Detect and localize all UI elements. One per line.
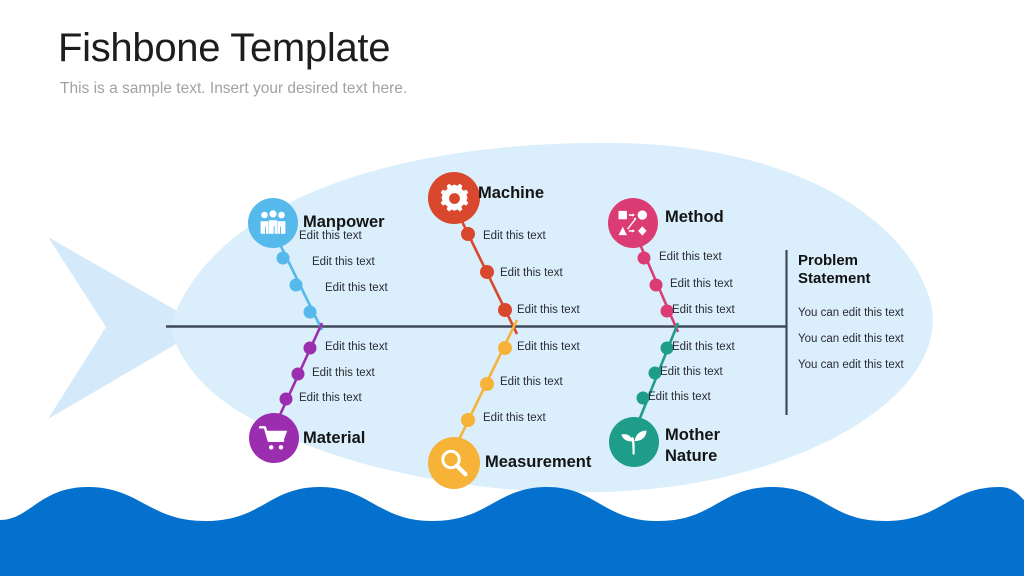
material-item-1[interactable]: Edit this text: [312, 367, 375, 379]
measurement-label: Measurement: [485, 453, 592, 471]
manpower-item-1[interactable]: Edit this text: [312, 256, 375, 268]
measurement-item-0[interactable]: Edit this text: [517, 341, 580, 353]
page-title: Fishbone Template: [58, 26, 391, 70]
material-label: Material: [303, 429, 366, 447]
mother-nature-item-0[interactable]: Edit this text: [672, 341, 735, 353]
machine-item-0[interactable]: Edit this text: [483, 230, 546, 242]
wave-shape: [0, 486, 1024, 576]
method-item-2[interactable]: Edit this text: [672, 304, 735, 316]
machine-label: Machine: [478, 184, 545, 202]
measurement-item-2[interactable]: Edit this text: [483, 412, 546, 424]
method-item-0[interactable]: Edit this text: [659, 251, 722, 263]
mother-nature-item-1[interactable]: Edit this text: [660, 366, 723, 378]
bone-measurement: [451, 319, 519, 453]
mother-nature-label: Mother Nature: [665, 426, 720, 466]
material-item-0[interactable]: Edit this text: [325, 341, 388, 353]
fish-tail-shape: [48, 237, 205, 419]
people-icon: [260, 210, 286, 234]
process-flow-icon: [618, 210, 647, 236]
slide-header: Fishbone Template This is a sample text.…: [58, 26, 758, 99]
manpower-label: Manpower: [303, 213, 385, 231]
shopping-cart-icon: [259, 425, 288, 450]
problem-statement-panel: Problem Statement You can edit this text…: [798, 252, 988, 371]
measurement-item-1[interactable]: Edit this text: [500, 376, 563, 388]
gear-icon: [440, 183, 468, 211]
fish-body-shape: [170, 142, 933, 493]
problem-statement-line-2[interactable]: You can edit this text: [798, 358, 904, 371]
magnifier-icon: [441, 449, 468, 477]
material-item-2[interactable]: Edit this text: [299, 392, 362, 404]
material-icon-circle[interactable]: [249, 413, 299, 463]
measurement-icon-circle[interactable]: [428, 437, 480, 489]
page-subtitle: This is a sample text. Insert your desir…: [60, 80, 408, 97]
method-item-1[interactable]: Edit this text: [670, 278, 733, 290]
manpower-item-2[interactable]: Edit this text: [325, 282, 388, 294]
sprout-icon: [621, 430, 647, 455]
bone-mother-nature: [632, 322, 680, 434]
method-icon-circle[interactable]: [608, 198, 658, 248]
method-label: Method: [665, 208, 724, 226]
problem-statement-line-0[interactable]: You can edit this text: [798, 306, 904, 319]
bone-machine: [451, 202, 519, 335]
problem-statement-title: Problem Statement: [798, 252, 871, 288]
machine-icon-circle[interactable]: [428, 172, 480, 224]
machine-item-2[interactable]: Edit this text: [517, 304, 580, 316]
machine-item-1[interactable]: Edit this text: [500, 267, 563, 279]
mother-nature-item-2[interactable]: Edit this text: [648, 391, 711, 403]
bone-material: [272, 322, 324, 429]
mother-nature-icon-circle[interactable]: [609, 417, 659, 467]
problem-statement-line-1[interactable]: You can edit this text: [798, 332, 904, 345]
manpower-item-0[interactable]: Edit this text: [299, 230, 362, 242]
manpower-icon-circle[interactable]: [248, 198, 298, 248]
